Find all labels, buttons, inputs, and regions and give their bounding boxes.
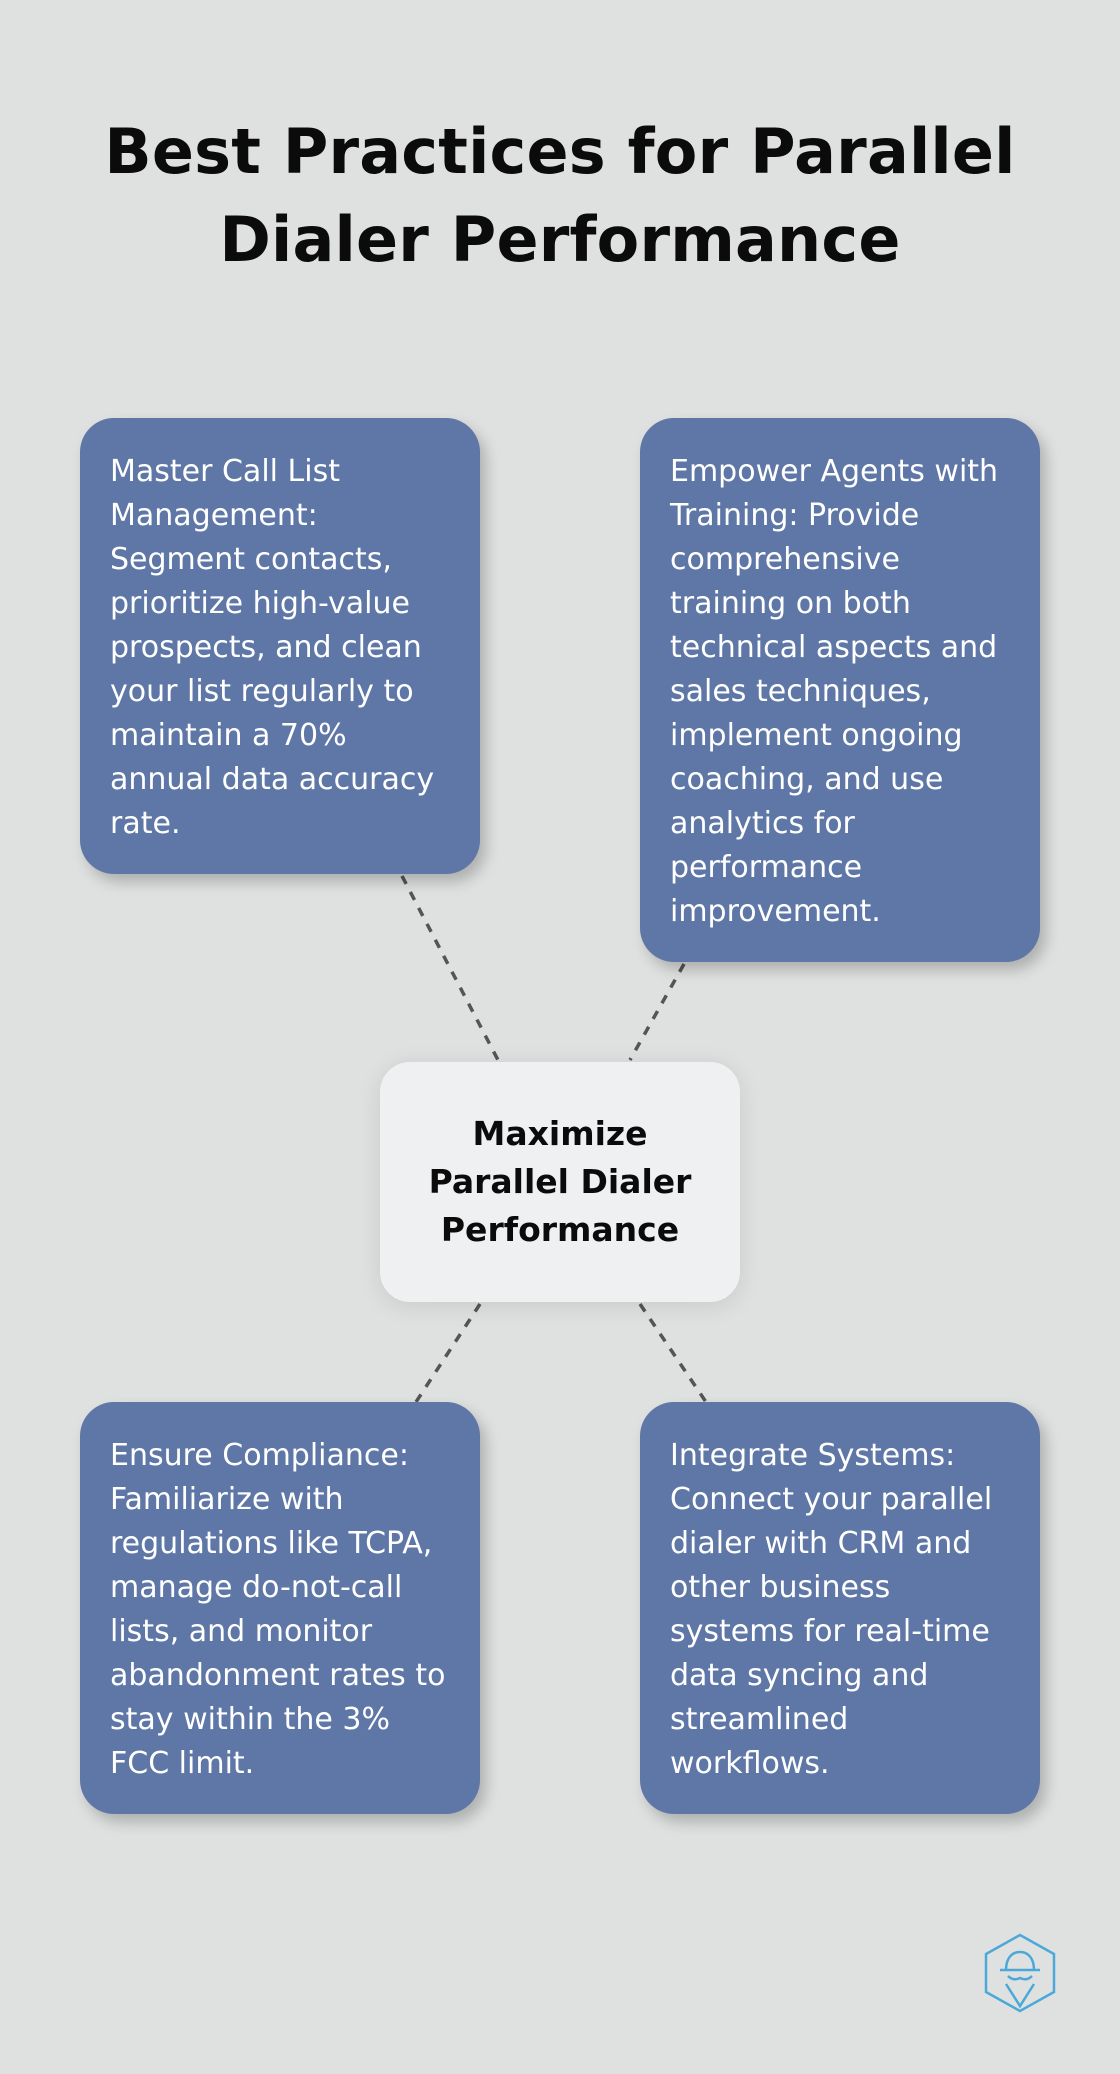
card-compliance: Ensure Compliance: Familiarize with regu…: [80, 1402, 480, 1814]
center-node: Maximize Parallel Dialer Performance: [380, 1062, 740, 1302]
card-text: Integrate Systems: Connect your parallel…: [670, 1438, 993, 1781]
connector-bottom-right: [638, 1303, 708, 1403]
card-text: Master Call List Management: Segment con…: [110, 454, 435, 841]
connector-bottom-left: [414, 1303, 482, 1403]
card-agent-training: Empower Agents with Training: Provide co…: [640, 418, 1040, 962]
card-system-integration: Integrate Systems: Connect your parallel…: [640, 1402, 1040, 1814]
spy-hat-hexagon-icon: [984, 1933, 1056, 2013]
page-title: Best Practices for Parallel Dialer Perfo…: [104, 115, 1016, 276]
center-label: Maximize Parallel Dialer Performance: [428, 1114, 692, 1249]
card-text: Ensure Compliance: Familiarize with regu…: [110, 1438, 446, 1781]
card-call-list-management: Master Call List Management: Segment con…: [80, 418, 480, 874]
card-text: Empower Agents with Training: Provide co…: [670, 454, 999, 929]
connector-top-right: [628, 963, 686, 1061]
connector-top-left: [400, 875, 500, 1061]
